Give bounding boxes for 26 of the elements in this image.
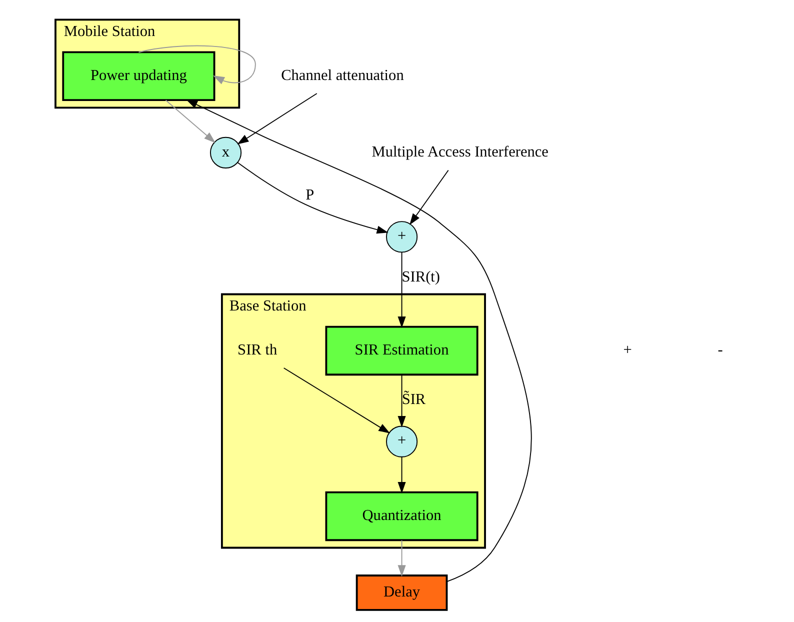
edge-label: S̃IR (402, 391, 426, 408)
label: - (718, 341, 723, 358)
node-circle: + (386, 221, 418, 253)
node-text: Channel attenuation (281, 66, 404, 84)
arrow (283, 368, 390, 434)
arrow (398, 540, 406, 577)
edge-label: P (306, 186, 314, 204)
arrow (410, 170, 449, 225)
node-box: Quantization (325, 491, 478, 542)
node-text: Multiple Access Interference (372, 143, 548, 160)
node-text: SIR th (238, 341, 278, 358)
edge-label: SIR(t) (402, 268, 440, 286)
arrow (138, 45, 256, 84)
arrow (237, 93, 318, 144)
node-circle: x (210, 136, 242, 168)
arrow (398, 252, 406, 328)
arrow (398, 374, 406, 428)
arrow (186, 100, 532, 582)
node-box: Power updating (62, 51, 216, 102)
arrow (237, 162, 388, 234)
arrow (398, 456, 406, 494)
node-box: Delay (356, 574, 448, 611)
node-box: SIR Estimation (325, 326, 478, 376)
arrow (165, 100, 216, 143)
label: + (623, 341, 632, 358)
node-circle: + (386, 426, 418, 458)
